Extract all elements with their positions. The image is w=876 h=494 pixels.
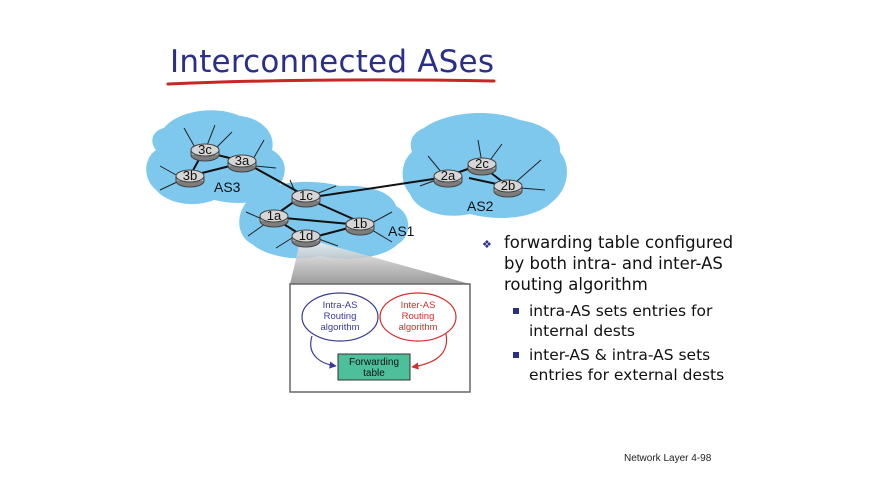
router-3a: 3a — [227, 153, 257, 173]
router-label: 3b — [183, 168, 197, 183]
sub-bullet-list: intra-AS sets entries for internal dests… — [482, 301, 742, 385]
router-3b: 3b — [175, 168, 205, 188]
router-label: 1d — [299, 228, 313, 243]
router-label: 2b — [501, 178, 515, 193]
inter-as-label: algorithm — [398, 322, 437, 333]
bullet-main: ❖ forwarding table configured by both in… — [482, 232, 742, 295]
intra-as-routing-oval — [301, 292, 379, 342]
forwarding-table-box — [337, 353, 411, 381]
inter-as-routing-oval — [379, 292, 457, 342]
title-underline — [166, 78, 496, 86]
inter-to-forwarding-arrow — [411, 333, 448, 370]
router-label: 3a — [235, 153, 250, 168]
forwarding-table-label: Forwarding — [349, 357, 399, 368]
intra-as-label: algorithm — [320, 322, 359, 333]
zoom-projection — [290, 242, 470, 284]
page-title: Interconnected ASes — [170, 44, 495, 80]
inter-as-label: Inter-AS — [401, 300, 436, 311]
intra-as-label: Routing — [324, 311, 357, 322]
router-label: 1c — [299, 188, 313, 203]
as1-cloud — [239, 181, 409, 259]
square-bullet-icon — [513, 352, 519, 358]
router-label: 3c — [198, 142, 212, 157]
sub-bullet: inter-AS & intra-AS sets entries for ext… — [482, 345, 742, 385]
router-1d: 1d — [291, 228, 321, 248]
diamond-bullet-icon: ❖ — [482, 238, 492, 251]
router-2c: 2c — [467, 156, 497, 176]
router-1c: 1c — [291, 188, 321, 208]
as-label: AS3 — [214, 179, 241, 195]
router-label: 2a — [441, 168, 456, 183]
intra-as-label: Intra-AS — [323, 300, 358, 311]
sub-bullet-text: inter-AS & intra-AS sets entries for ext… — [529, 346, 725, 384]
forwarding-table-label: table — [363, 368, 385, 379]
router-1a: 1a — [259, 208, 289, 228]
as-label: AS1 — [388, 223, 415, 239]
inter-as-label: Routing — [402, 311, 435, 322]
router-3c: 3c — [190, 142, 220, 162]
router-label: 1a — [267, 208, 282, 223]
router-label: 1b — [353, 216, 367, 231]
intra-to-forwarding-arrow — [310, 335, 337, 369]
sub-bullet: intra-AS sets entries for internal dests — [482, 301, 742, 341]
footer-label: Network Layer 4-98 — [624, 453, 712, 464]
router-2b: 2b — [493, 178, 523, 198]
bullet-main-text: forwarding table configured by both intr… — [504, 233, 734, 294]
as-label: AS2 — [467, 198, 494, 214]
router-label: 2c — [475, 156, 489, 171]
router-1b: 1b — [345, 216, 375, 236]
square-bullet-icon — [513, 308, 519, 314]
sub-bullet-text: intra-AS sets entries for internal dests — [529, 302, 713, 340]
router-2a: 2a — [433, 168, 463, 188]
bullet-list: ❖ forwarding table configured by both in… — [482, 232, 742, 389]
